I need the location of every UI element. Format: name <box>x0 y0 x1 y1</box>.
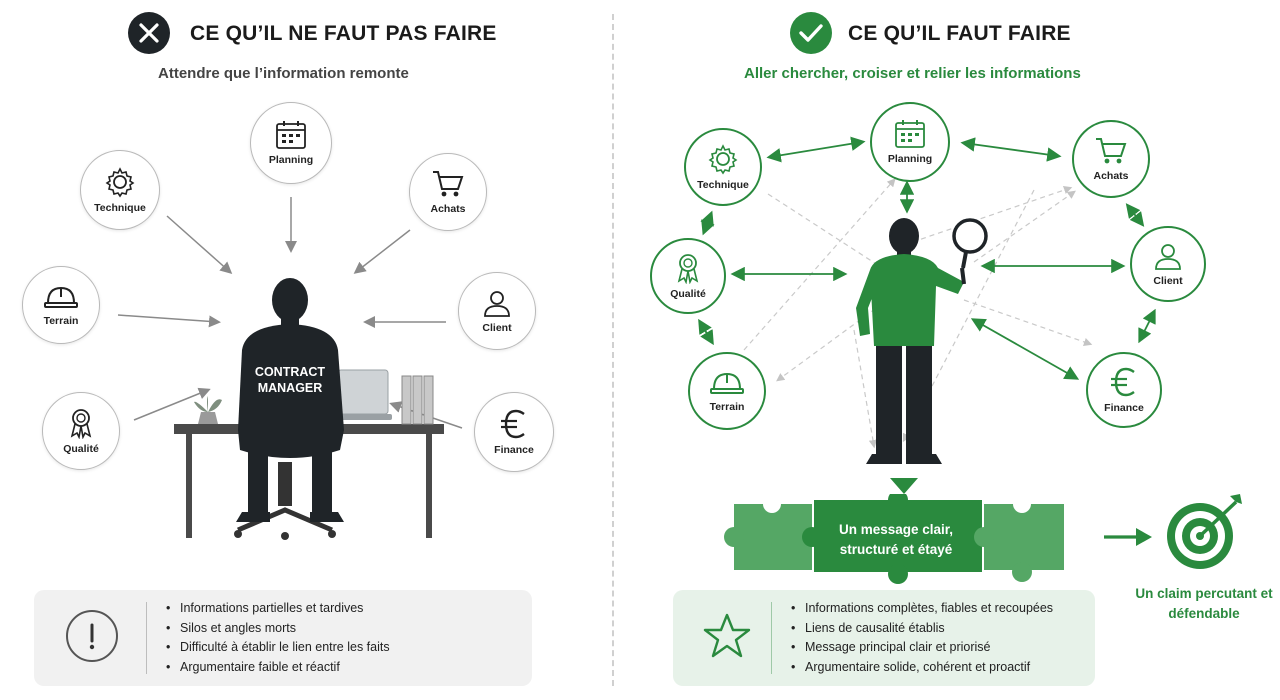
left-node-planning: Planning <box>250 102 332 184</box>
right-node-finance: Finance <box>1086 352 1162 428</box>
panel-divider <box>771 602 772 674</box>
list-item: Argumentaire faible et réactif <box>166 658 390 678</box>
gear-icon <box>708 144 738 175</box>
node-label: Client <box>1153 275 1183 287</box>
node-label: Terrain <box>43 315 79 327</box>
node-label: Finance <box>494 444 534 456</box>
node-label: Planning <box>268 154 314 166</box>
right-node-terrain: Terrain <box>688 352 766 430</box>
left-bullet-list: Informations partielles et tardives Silo… <box>166 599 390 677</box>
list-item: Informations partielles et tardives <box>166 599 390 619</box>
warning-icon <box>66 610 118 662</box>
standing-manager-figure <box>856 218 988 464</box>
calendar-icon <box>895 120 925 148</box>
cart-icon <box>433 171 464 197</box>
gear-icon <box>105 167 135 198</box>
node-label: Planning <box>887 153 933 165</box>
node-label: Technique <box>94 202 146 214</box>
list-item: Message principal clair et priorisé <box>791 638 1053 658</box>
left-node-finance: Finance <box>474 392 554 472</box>
left-node-technique: Technique <box>80 150 160 230</box>
user-icon <box>484 291 510 317</box>
left-subtitle: Attendre que l’information remonte <box>158 65 409 82</box>
list-item: Liens de causalité établis <box>791 619 1053 639</box>
target-icon <box>1167 494 1242 569</box>
right-header: CE QU’IL FAUT FAIRE <box>790 12 1250 56</box>
cart-icon <box>1096 138 1127 164</box>
close-icon <box>128 12 170 54</box>
left-header: CE QU’IL NE FAUT PAS FAIRE <box>128 12 608 56</box>
helmet-icon <box>710 372 744 394</box>
right-title: CE QU’IL FAUT FAIRE <box>848 22 1071 45</box>
user-icon <box>1155 244 1181 270</box>
list-item: Argumentaire solide, cohérent et proacti… <box>791 658 1053 678</box>
node-label: Client <box>482 322 512 334</box>
result-label: Un claim percutant et défendable <box>1135 586 1273 621</box>
right-bullet-list: Informations complètes, fiables et recou… <box>791 599 1053 677</box>
magnifier-icon <box>952 218 988 254</box>
node-label: Finance <box>1104 402 1144 414</box>
contract-manager-label: CONTRACT MANAGER <box>254 365 326 395</box>
list-item: Informations complètes, fiables et recou… <box>791 599 1053 619</box>
left-summary-panel: Informations partielles et tardives Silo… <box>34 590 532 686</box>
calendar-icon <box>276 121 306 149</box>
list-item: Difficulté à établir le lien entre les f… <box>166 638 390 658</box>
award-icon <box>677 254 699 284</box>
left-node-achats: Achats <box>409 153 487 231</box>
right-subtitle: Aller chercher, croiser et relier les in… <box>744 65 1081 82</box>
panel-divider <box>146 602 147 674</box>
node-label: Achats <box>430 203 466 215</box>
left-node-terrain: Terrain <box>22 266 100 344</box>
check-icon <box>790 12 832 54</box>
right-node-qualite: Qualité <box>650 238 726 314</box>
right-node-client: Client <box>1130 226 1206 302</box>
node-label: Technique <box>697 179 749 191</box>
right-node-technique: Technique <box>684 128 762 206</box>
puzzle-message: Un message clair, structuré et étayé <box>838 522 954 557</box>
node-label: Qualité <box>63 443 99 455</box>
right-node-planning: Planning <box>870 102 950 182</box>
star-icon <box>701 610 753 662</box>
node-label: Qualité <box>670 288 706 300</box>
list-item: Silos et angles morts <box>166 619 390 639</box>
left-node-qualite: Qualité <box>42 392 120 470</box>
section-divider <box>612 14 614 686</box>
left-title: CE QU’IL NE FAUT PAS FAIRE <box>190 22 497 45</box>
right-node-achats: Achats <box>1072 120 1150 198</box>
node-label: Achats <box>1093 170 1129 182</box>
node-label: Terrain <box>709 401 745 413</box>
euro-icon <box>1111 367 1135 397</box>
award-icon <box>70 409 92 439</box>
contract-manager-scene <box>174 278 444 540</box>
left-node-client: Client <box>458 272 536 350</box>
puzzle-strip <box>724 494 1064 584</box>
right-summary-panel: Informations complètes, fiables et recou… <box>673 590 1095 686</box>
helmet-icon <box>44 286 78 308</box>
euro-icon <box>501 409 525 439</box>
